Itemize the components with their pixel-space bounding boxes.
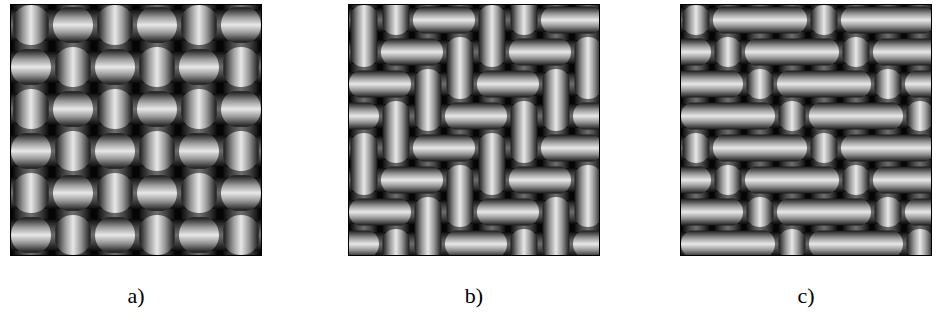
weave-panel xyxy=(317,0,635,291)
panel-label: b) xyxy=(465,283,483,309)
panel-label: a) xyxy=(127,283,144,309)
panel-label: c) xyxy=(797,283,814,309)
weave-panel xyxy=(649,0,937,291)
weave-panel xyxy=(0,0,303,297)
